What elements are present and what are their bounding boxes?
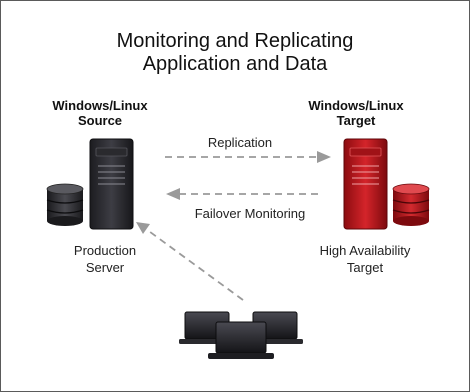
source-server-icon <box>89 138 134 230</box>
failover-monitoring-label: Failover Monitoring <box>194 206 306 221</box>
target-caption-line1: High Availability <box>319 243 411 258</box>
target-database-icon <box>392 183 430 226</box>
diagram-title-line2: Application and Data <box>142 53 328 75</box>
source-caption-line1: Production <box>73 243 137 258</box>
source-header-line1: Windows/Linux <box>52 98 148 113</box>
failover-monitoring-arrow <box>166 188 318 200</box>
source-database-icon <box>46 183 84 226</box>
target-caption-line2: Target <box>346 260 384 275</box>
source-header-line2: Source <box>77 113 123 128</box>
target-server-icon <box>343 138 388 230</box>
client-access-arrow <box>136 222 244 301</box>
source-caption: Production Server <box>50 242 160 276</box>
source-header: Windows/Linux Source <box>30 98 170 128</box>
target-header-line1: Windows/Linux <box>308 98 404 113</box>
client-laptops-icon <box>179 311 303 359</box>
target-header: Windows/Linux Target <box>286 98 426 128</box>
replication-label: Replication <box>207 135 273 150</box>
source-caption-line2: Server <box>85 260 125 275</box>
replication-arrow <box>165 151 331 163</box>
target-header-line2: Target <box>336 113 376 128</box>
target-caption: High Availability Target <box>300 242 430 276</box>
diagram-title-line1: Monitoring and Replicating <box>116 30 354 52</box>
